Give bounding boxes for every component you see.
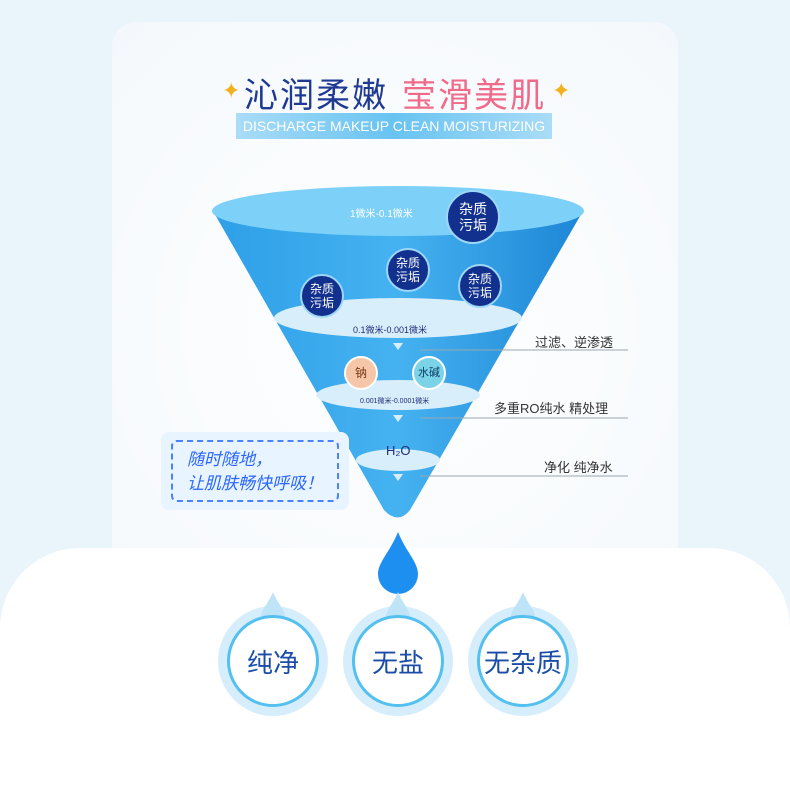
water-drop-icon [378, 532, 418, 594]
sodium-chip: 钠 [344, 356, 378, 390]
impurity-text: 杂质 污垢 [309, 282, 334, 310]
subtitle-banner: DISCHARGE MAKEUP CLEAN MOISTURIZING [236, 113, 552, 139]
sparkle-icon: ✦ [222, 78, 241, 103]
step-label-purify: 净化 纯净水 [544, 460, 613, 475]
feature-pure: 纯净 [227, 615, 319, 707]
feature-no-salt: 无盐 [352, 615, 444, 707]
title-part2: 莹滑美肌 [402, 77, 546, 115]
slogan-line-2: 让肌肤畅快呼吸！ [187, 474, 323, 493]
feature-no-impurity: 无杂质 [477, 615, 569, 707]
page-title: 沁润柔嫩莹滑美肌 [0, 68, 790, 117]
h2o-label: H₂O [386, 443, 411, 458]
title-part1: 沁润柔嫩 [244, 77, 388, 115]
soda-chip: 水碱 [412, 356, 446, 390]
arrow-down-icon [393, 415, 403, 422]
range-label-1: 1微米-0.1微米 [350, 209, 413, 220]
impurity-text: 杂质 污垢 [395, 256, 420, 284]
slogan-text: 随时随地， 让肌肤畅快呼吸！ [171, 440, 339, 502]
impurity-chip: 杂质 污垢 [458, 264, 502, 308]
range-label-2: 0.1微米-0.001微米 [353, 325, 428, 335]
level-rim-3 [356, 449, 440, 471]
sparkle-icon: ✦ [552, 78, 571, 103]
impurity-chip: 杂质 污垢 [300, 274, 344, 318]
impurity-text: 杂质 污垢 [459, 201, 487, 233]
step-label-filter: 过滤、逆渗透 [535, 335, 614, 350]
step-label-ro: 多重RO纯水 精处理 [494, 401, 609, 416]
arrow-down-icon [393, 474, 403, 481]
range-label-3: 0.001微米-0.0001微米 [360, 398, 430, 405]
slogan-bubble: 随时随地， 让肌肤畅快呼吸！ [161, 432, 349, 510]
slogan-line-1: 随时随地， [187, 450, 272, 469]
impurity-text: 杂质 污垢 [467, 272, 492, 300]
impurity-chip: 杂质 污垢 [446, 190, 500, 244]
arrow-down-icon [393, 343, 403, 350]
impurity-chip: 杂质 污垢 [386, 248, 430, 292]
